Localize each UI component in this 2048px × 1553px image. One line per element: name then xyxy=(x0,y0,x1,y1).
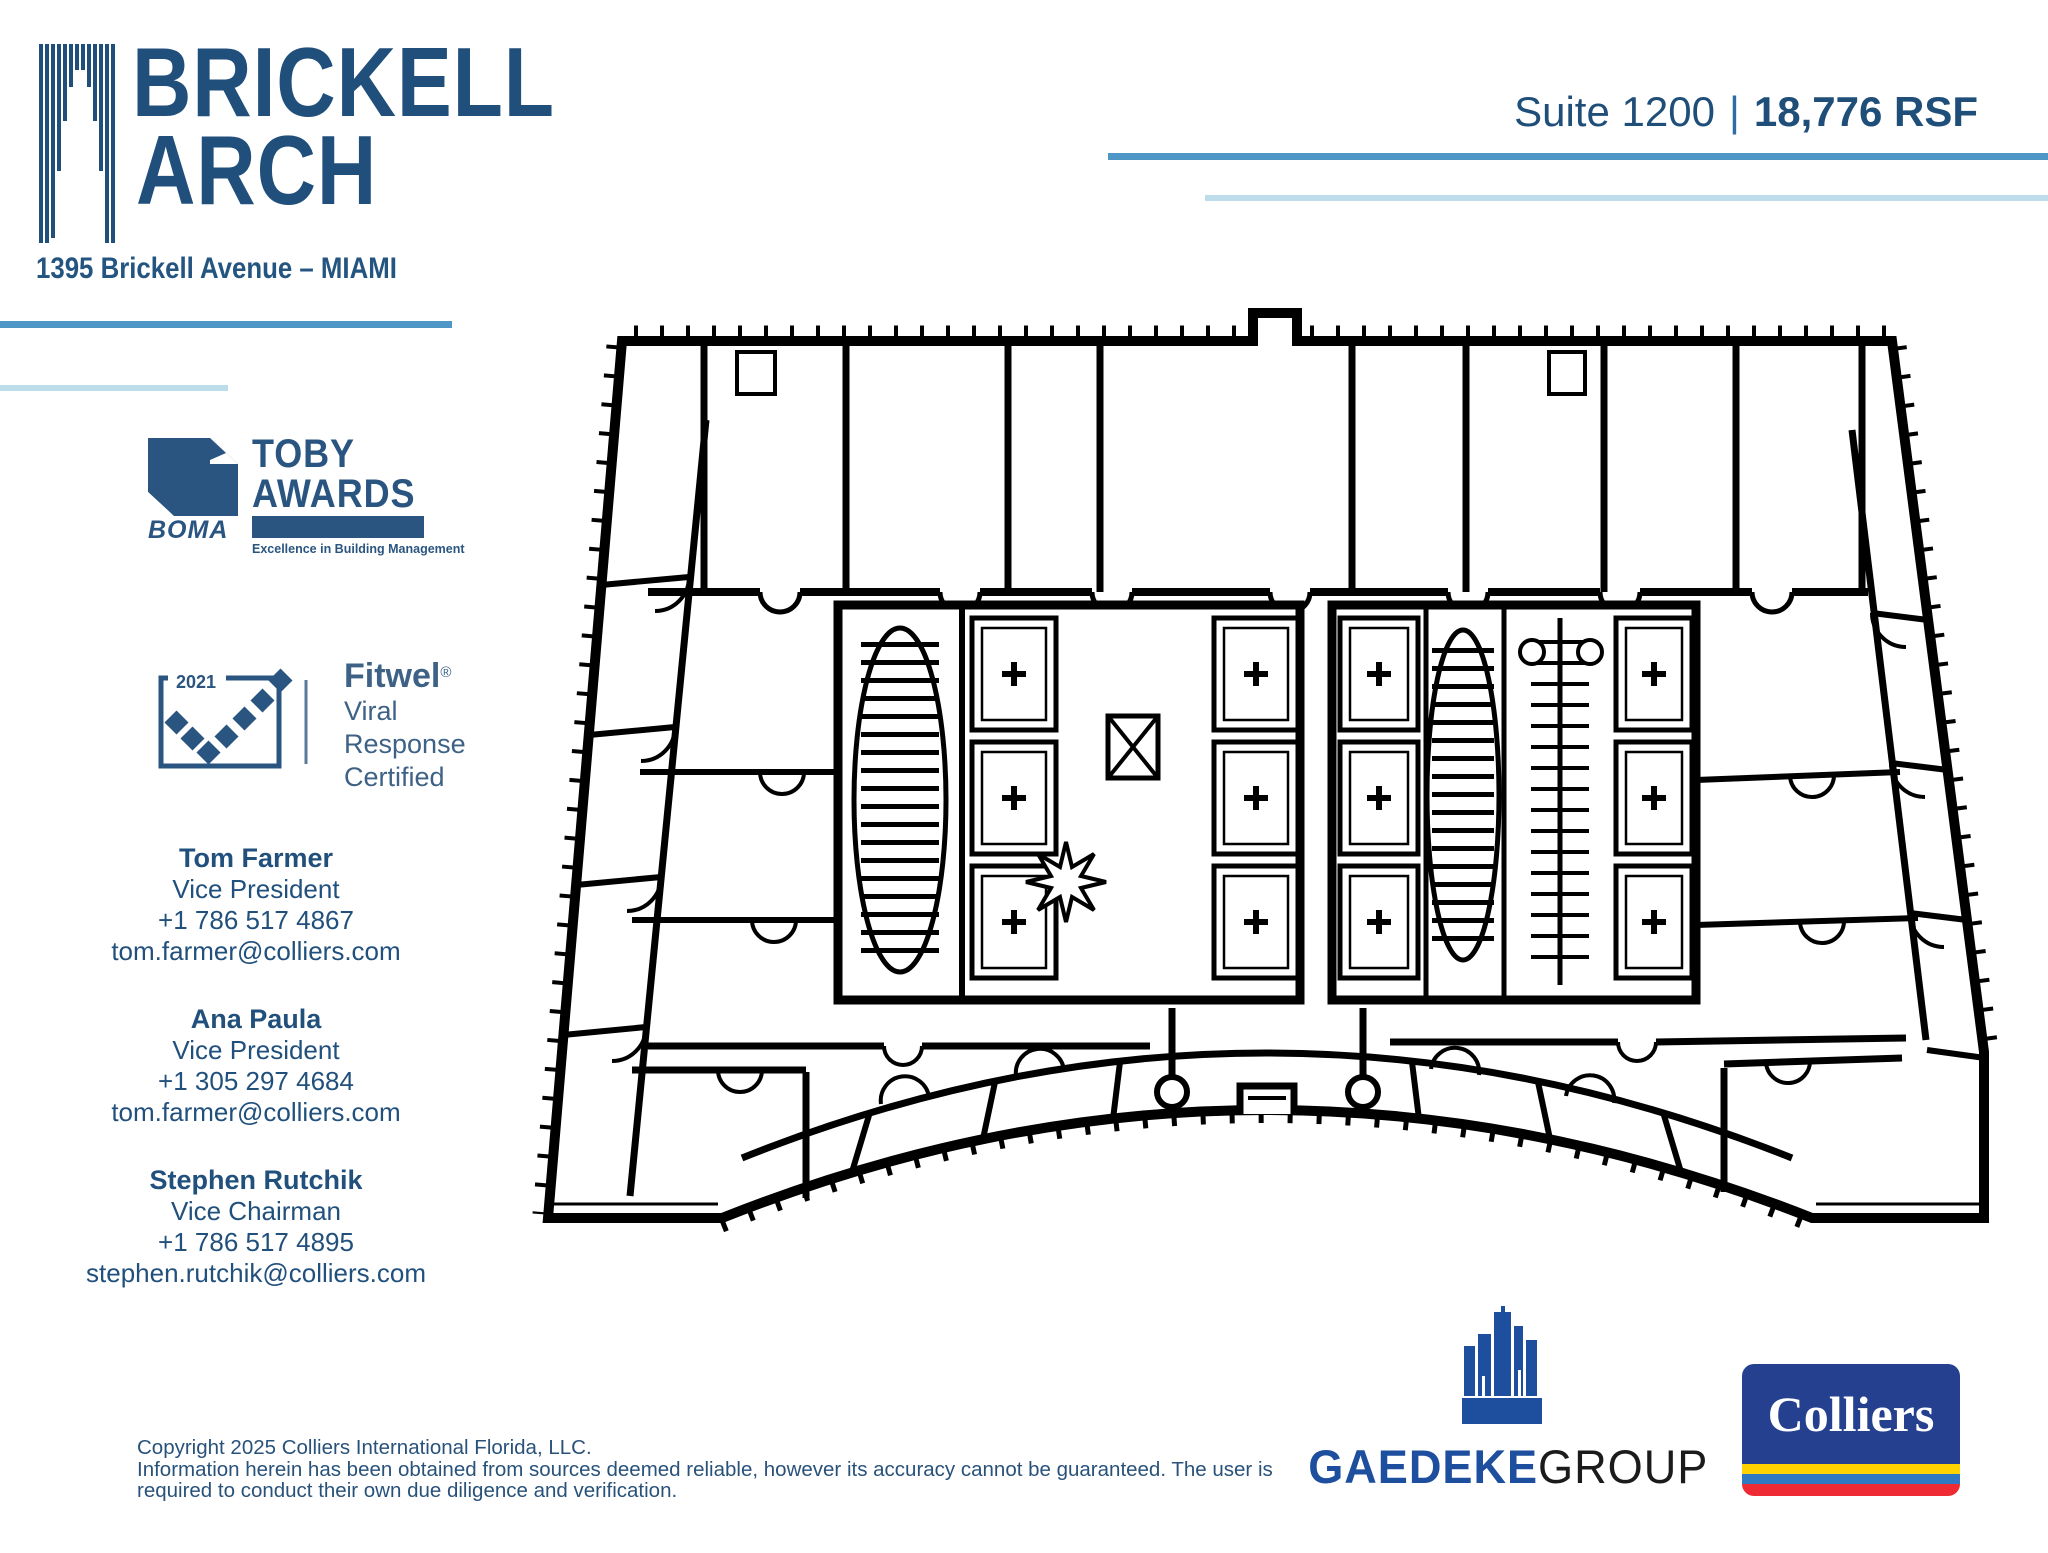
toby-banner-bar xyxy=(252,516,424,538)
top-office-band xyxy=(648,346,1868,615)
contact-title: Vice President xyxy=(172,1035,340,1065)
side-rooms xyxy=(632,769,1919,945)
elevator-icon xyxy=(1367,662,1391,934)
fitwel-text-block: Fitwel® Viral Response Certified xyxy=(344,656,476,794)
fitwel-name: Fitwel xyxy=(344,657,441,695)
fitwel-badge: 2021 Fitwel® Viral Response Certified xyxy=(156,650,476,792)
left-core xyxy=(833,600,1305,1005)
gaedeke-group-word: GROUP xyxy=(1538,1440,1709,1493)
colliers-stripe-red xyxy=(1742,1484,1960,1496)
toby-awards-badge: TOBY AWARDS BOMA Excellence in Building … xyxy=(148,432,465,562)
toilet-icon xyxy=(1518,638,1546,666)
contact-title: Vice President xyxy=(172,874,340,904)
colliers-wordmark: Colliers xyxy=(1767,1386,1935,1442)
contact-phone: +1 786 517 4895 xyxy=(158,1227,354,1257)
colliers-stripe-blue xyxy=(1742,1474,1960,1484)
toby-line2: AWARDS xyxy=(252,472,416,516)
colliers-logo-field: Colliers xyxy=(1742,1364,1960,1464)
boma-logo-text: BOMA xyxy=(148,516,229,544)
elevator-bank-east xyxy=(1613,615,1695,981)
suite-rsf: 18,776 RSF xyxy=(1753,88,1978,135)
toby-tagline: Excellence in Building Management xyxy=(252,542,465,556)
contact-list: Tom Farmer Vice President +1 786 517 486… xyxy=(64,843,448,1326)
contact-phone: +1 305 297 4684 xyxy=(158,1066,354,1096)
suite-divider: | xyxy=(1728,88,1740,135)
stair-east xyxy=(1424,627,1502,963)
fitwel-reg-mark: ® xyxy=(440,664,452,681)
contact-phone: +1 786 517 4867 xyxy=(158,905,354,935)
contact-email: tom.farmer@colliers.com xyxy=(111,1097,401,1127)
restrooms xyxy=(1518,618,1604,985)
property-address: 1395 Brickell Avenue – MIAMI xyxy=(36,252,397,285)
elevator-icon xyxy=(1244,662,1268,934)
colliers-stripe-yellow xyxy=(1742,1464,1960,1474)
stair-west xyxy=(851,625,949,975)
column xyxy=(1154,1074,1190,1110)
bottom-office-band xyxy=(632,1045,1903,1198)
header-rule-light xyxy=(1205,195,2048,201)
toby-line1: TOBY xyxy=(252,432,355,476)
gaedeke-name: GAEDEKE xyxy=(1308,1440,1539,1493)
fitwel-line2: Viral Response xyxy=(344,696,466,759)
gaedeke-group-logo: GAEDEKEGROUP xyxy=(1300,1306,1710,1494)
toby-awards-icon xyxy=(148,438,238,516)
shaft-x-box xyxy=(1105,713,1161,781)
contact-name: Ana Paula xyxy=(190,1004,322,1034)
copyright-line: required to conduct their own due dilige… xyxy=(137,1479,678,1502)
contact-card: Ana Paula Vice President +1 305 297 4684… xyxy=(64,1004,448,1128)
legal-disclaimer: Copyright 2025 Colliers International Fl… xyxy=(137,1437,1273,1502)
suite-label: Suite 1200 xyxy=(1514,88,1715,135)
contact-card: Tom Farmer Vice President +1 786 517 486… xyxy=(64,843,448,967)
contact-name: Stephen Rutchik xyxy=(149,1165,363,1195)
contact-email: tom.farmer@colliers.com xyxy=(111,936,401,966)
elevator-icon xyxy=(1642,662,1666,934)
elevator-bank-west xyxy=(1337,615,1421,981)
gaedeke-wordmark: GAEDEKEGROUP xyxy=(1308,1439,1707,1494)
contact-card: Stephen Rutchik Vice Chairman +1 786 517… xyxy=(64,1165,448,1289)
elevator-icon xyxy=(1002,662,1026,934)
colliers-logo: Colliers xyxy=(1742,1364,1960,1496)
fitwel-line3: Certified xyxy=(344,762,445,792)
fitwel-check-icon: 2021 xyxy=(158,666,308,769)
contact-title: Vice Chairman xyxy=(170,1196,342,1226)
sidebar-rule-light xyxy=(0,385,228,391)
right-core xyxy=(1327,600,1701,1005)
toilet-icon xyxy=(1576,638,1604,666)
copyright-line: Copyright 2025 Colliers International Fl… xyxy=(137,1436,592,1459)
elevator-bank-east xyxy=(1211,615,1301,981)
brand-name-line2: ARCH xyxy=(136,115,378,225)
gaedeke-skyline-icon xyxy=(1462,1306,1542,1424)
central-lobby xyxy=(1154,1008,1381,1114)
column xyxy=(1345,1074,1381,1110)
compass-star xyxy=(1025,841,1107,923)
copyright-line: Information herein has been obtained fro… xyxy=(137,1457,1273,1481)
contact-email: stephen.rutchik@colliers.com xyxy=(86,1258,426,1288)
brand-name-line1: BRICKELL xyxy=(132,27,555,137)
suite-header: Suite 1200 | 18,776 RSF xyxy=(1514,88,1978,136)
lower-corridor xyxy=(648,1034,1907,1067)
right-office-band xyxy=(1848,429,1986,1061)
elevator-bank-west xyxy=(969,615,1059,981)
sidebar-rule-medium xyxy=(0,321,452,328)
contact-name: Tom Farmer xyxy=(178,843,334,873)
brickell-arch-logo-icon xyxy=(39,44,115,243)
header-rule-medium xyxy=(1108,153,2048,160)
fitwel-year: 2021 xyxy=(176,672,216,692)
